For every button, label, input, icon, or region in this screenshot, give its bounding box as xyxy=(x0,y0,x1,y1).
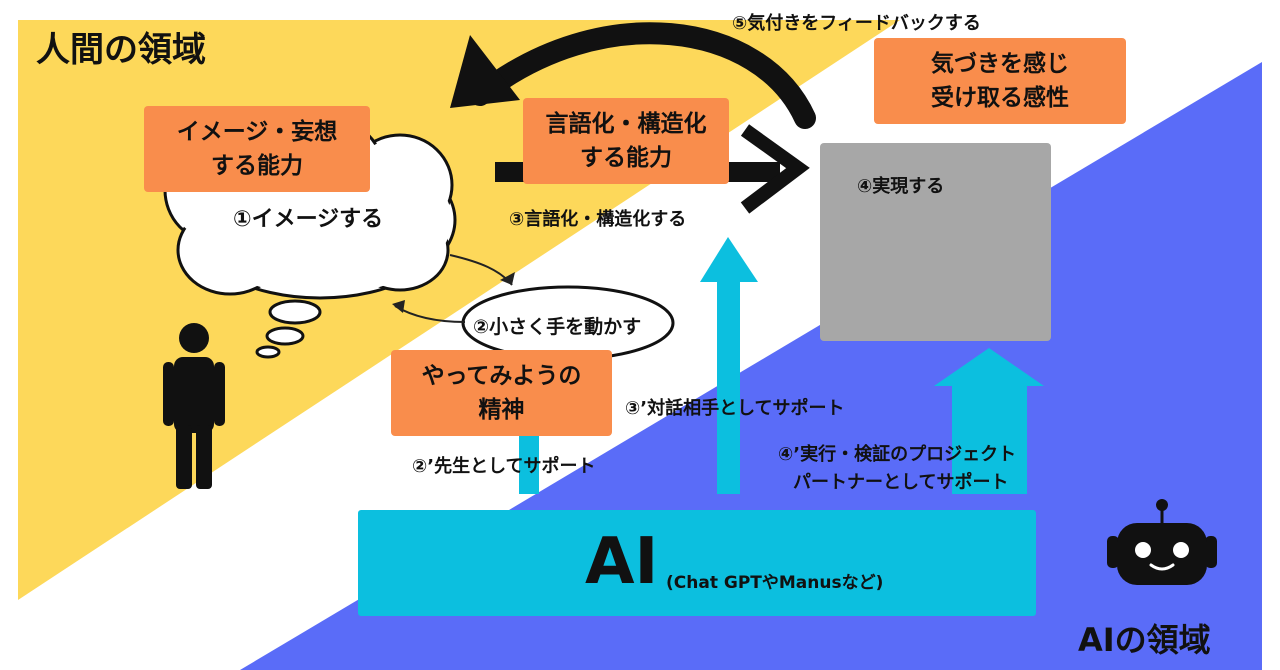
step3-support-label: ③’対話相手としてサポート xyxy=(625,398,845,419)
try-spirit-line1: やってみようの xyxy=(421,363,582,389)
image-ability-line1: イメージ・妄想 xyxy=(176,119,338,145)
ai-main-label: AI xyxy=(585,525,659,599)
try-spirit-line2: 精神 xyxy=(478,397,525,423)
image-ability-box: イメージ・妄想 する能力 xyxy=(144,106,370,192)
feel-receive-line1: 気づきを感じ xyxy=(931,51,1069,77)
ai-domain-title: AIの領域 xyxy=(1078,621,1211,659)
step2-support-label: ②’先生としてサポート xyxy=(412,456,596,477)
verbalize-ability-line1: 言語化・構造化 xyxy=(545,111,707,137)
verbalize-ability-line2: する能力 xyxy=(580,145,672,171)
step4-support-line1: ④’実行・検証のプロジェクト xyxy=(778,444,1017,465)
human-domain-title: 人間の領域 xyxy=(36,30,206,70)
step3-label: ③言語化・構造化する xyxy=(509,209,687,230)
verbalize-ability-box: 言語化・構造化 する能力 xyxy=(523,98,729,184)
step5-label: ⑤気付きをフィードバックする xyxy=(732,13,981,34)
step1-label: ①イメージする xyxy=(233,207,384,232)
feel-receive-box: 気づきを感じ 受け取る感性 xyxy=(874,38,1126,124)
step2-label: ②小さく手を動かす xyxy=(473,316,642,338)
ai-sub-label: (Chat GPTやManusなど) xyxy=(666,573,884,593)
step4-support-line2: パートナーとしてサポート xyxy=(793,472,1009,493)
feel-receive-line2: 受け取る感性 xyxy=(931,85,1069,111)
image-ability-line2: する能力 xyxy=(211,153,303,179)
step4-label: ④実現する xyxy=(857,176,945,197)
try-spirit-box: やってみようの 精神 xyxy=(391,350,612,436)
